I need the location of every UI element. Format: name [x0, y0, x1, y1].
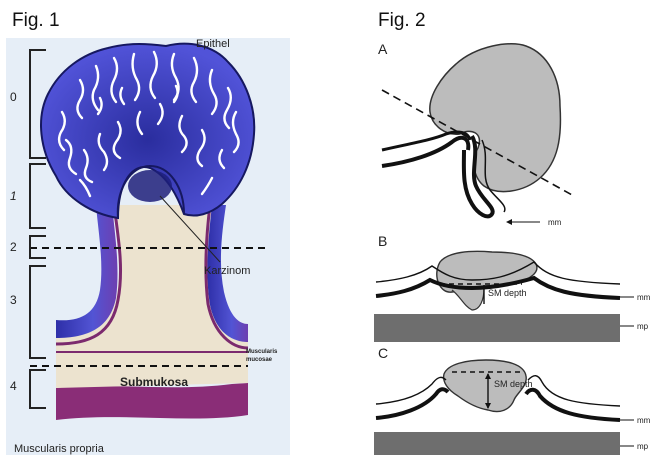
panel-b-mp-label: mp [637, 322, 649, 331]
panel-c-muscularis-propria [374, 432, 620, 455]
submukosa-label: Submukosa [120, 375, 188, 389]
panel-c-mm-label: mm [637, 416, 651, 425]
panel-c-sm-depth-label: SM depth [494, 379, 533, 389]
muscularis-mucosae-label-2: mucosae [246, 357, 273, 363]
panel-b-tumor-tongue [452, 288, 484, 310]
level-4-label: 4 [10, 379, 17, 393]
panel-a-tumor [430, 44, 561, 192]
level-1-label: 1 [10, 189, 17, 203]
panel-c-letter: C [378, 345, 388, 361]
epithel-label: Epithel [196, 38, 230, 50]
muscularis-propria-label: Muscularis propria [14, 443, 105, 455]
level-3-label: 3 [10, 293, 17, 307]
panel-b-mm-label: mm [637, 293, 651, 302]
panel-a-mm-arrowhead [506, 219, 512, 225]
panel-c-mp-label: mp [637, 442, 649, 451]
panel-b-sm-depth-label: SM depth [488, 288, 527, 298]
muscularis-mucosae-label-1: Muscularis [246, 349, 278, 355]
panel-a-mm-label: mm [548, 218, 562, 227]
panel-b-muscularis-propria [374, 314, 620, 342]
panel-b-letter: B [378, 233, 387, 249]
karzinom-label: Karzinom [204, 265, 250, 277]
level-2-label: 2 [10, 240, 17, 254]
panel-a-letter: A [378, 41, 388, 57]
level-0-label: 0 [10, 90, 17, 104]
panel-a-muscularis-lower [382, 138, 468, 166]
carcinoma-focus [128, 170, 172, 202]
